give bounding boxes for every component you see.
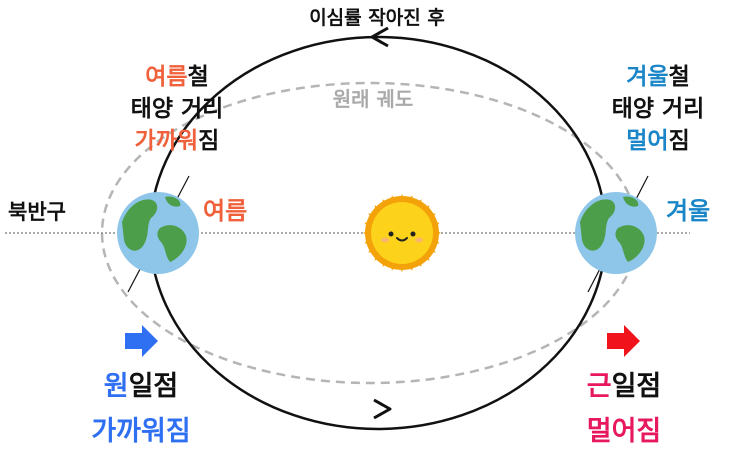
perihelion-tail: 일점 [129, 371, 179, 402]
north-label: 북반구 [8, 200, 66, 224]
right-line3-tail: 짐 [669, 128, 690, 154]
sun-ray [427, 213, 436, 221]
right-line1-tail: 철 [669, 64, 690, 90]
right-line1: 겨울철 [626, 64, 690, 90]
left-line3-colored: 가까워 [135, 128, 198, 154]
sun-ray [364, 221, 373, 229]
sun-ray [422, 253, 430, 261]
left-earth-icon [117, 175, 199, 293]
sun-ray [431, 237, 440, 245]
aphelion-label: 근일점 [587, 371, 662, 402]
right-line3-colored: 멀어 [626, 128, 668, 154]
perihelion-label: 원일점 [104, 371, 179, 402]
right-line1-colored: 겨울 [626, 64, 668, 90]
left-line1-colored: 여름 [145, 64, 187, 90]
right-line3: 멀어짐 [626, 128, 690, 154]
sun-ray [390, 262, 398, 271]
left-line3-tail: 짐 [198, 128, 219, 154]
perihelion-sub: 가까워짐 [91, 416, 190, 447]
aphelion-colored: 근 [587, 371, 612, 402]
sun-ray [368, 245, 377, 253]
left-season-label: 여름 [203, 197, 247, 225]
blue-right-arrow-icon [125, 325, 158, 357]
right-earth-icon [575, 175, 657, 293]
sun-ray [414, 199, 422, 208]
aphelion-tail: 일점 [612, 371, 662, 402]
sun-ray [414, 258, 422, 267]
sun-ray [406, 262, 414, 271]
red-right-arrow-icon [607, 325, 640, 357]
sun-ray [382, 258, 390, 267]
sun-ray [390, 195, 398, 204]
sun-ray [363, 229, 371, 237]
left-line1-tail: 철 [188, 64, 209, 90]
sun-ray [431, 221, 440, 229]
perihelion-colored: 원 [104, 371, 129, 402]
orbit-label: 원래 궤도 [333, 87, 414, 111]
sun-ray [422, 205, 430, 213]
left-line3: 가까워짐 [135, 128, 220, 154]
sun-ray [398, 264, 406, 272]
top-label: 이심률 작아진 후 [309, 7, 445, 29]
right-line2: 태양 거리 [612, 96, 705, 122]
orbit-direction-arrow-bottom [373, 398, 392, 420]
left-line2: 태양 거리 [131, 96, 224, 122]
sun-ray [382, 199, 390, 208]
sun-ray [368, 213, 377, 221]
sun-rays [363, 194, 441, 272]
sun-icon [363, 194, 441, 272]
right-season-label: 겨울 [666, 197, 710, 225]
sun-ray [427, 245, 436, 253]
sun-ray [433, 229, 441, 237]
orbit-direction-arrow-top [370, 26, 389, 48]
sun-ray [374, 205, 382, 213]
sun-ray [374, 253, 382, 261]
left-line1: 여름철 [145, 64, 209, 90]
sun-ray [398, 194, 406, 202]
sun-ray [364, 237, 373, 245]
sun-ray [406, 195, 414, 204]
aphelion-sub: 멀어짐 [587, 416, 662, 447]
